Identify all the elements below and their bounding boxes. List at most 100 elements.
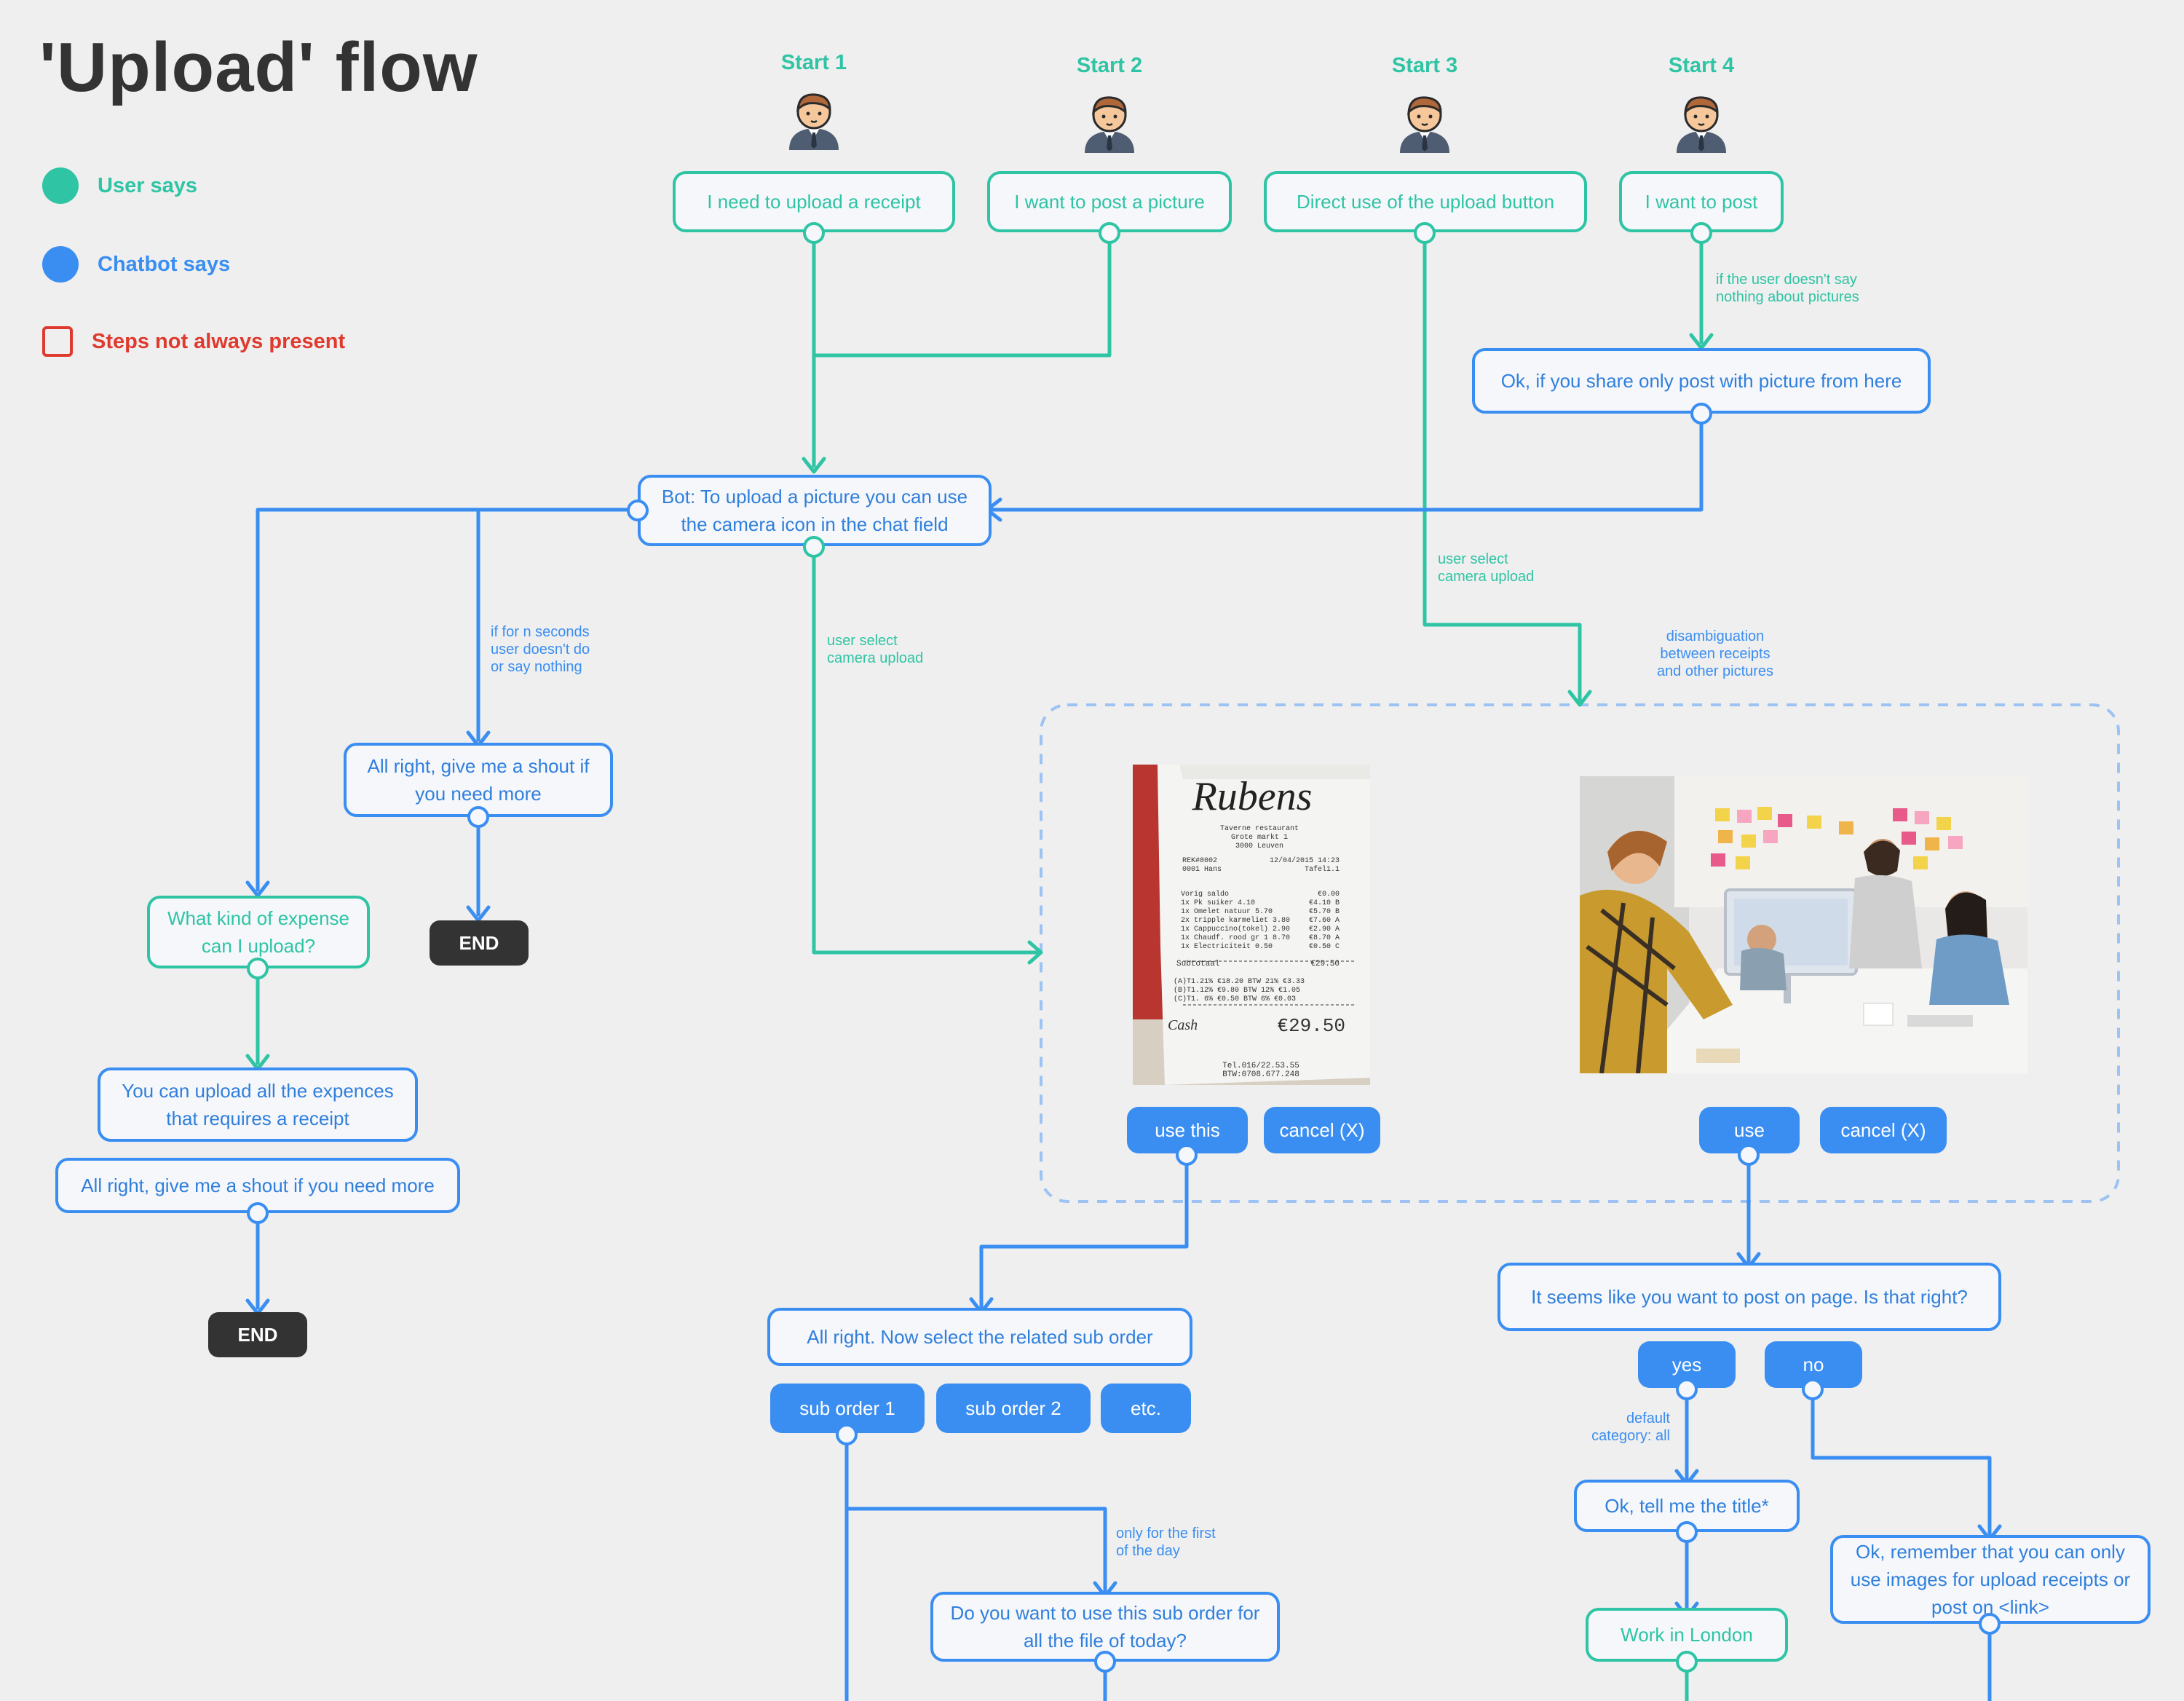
receipt-item-value: €0.50 C — [1309, 943, 1340, 951]
note-line: camera upload — [827, 650, 924, 666]
post-on-page-message: It seems like you want to post on page. … — [1497, 1263, 2001, 1331]
bot-color-swatch — [42, 246, 79, 283]
receipt-meta-left-1: REK#8002 — [1182, 857, 1217, 865]
receipt-meta-left-2: 0001 Hans — [1182, 866, 1222, 874]
user-avatar-icon — [1677, 96, 1726, 153]
legend-user-says: User says — [42, 167, 197, 204]
user-avatar-icon — [1085, 96, 1134, 153]
note-line: category: all — [1591, 1428, 1670, 1444]
sub-order-1-button[interactable]: sub order 1 — [770, 1384, 925, 1433]
note-line: of the day — [1116, 1543, 1180, 1559]
receipt-item-label: 1x Pk suiker 4.10 — [1181, 899, 1255, 907]
work-in-london-input: Work in London — [1586, 1608, 1788, 1662]
receipt-meta-right-1: 12/04/2015 14:23 — [1270, 856, 1340, 865]
connector-no — [1811, 1387, 1992, 1536]
cancel-receipt-button[interactable]: cancel (X) — [1264, 1107, 1380, 1153]
legend-chatbot-says: Chatbot says — [42, 246, 230, 283]
end-badge: END — [430, 920, 529, 966]
user-avatar-icon — [789, 93, 839, 150]
connector-share-to-hint — [989, 411, 1704, 512]
optional-color-swatch — [42, 326, 73, 357]
receipt-footer-1: Tel.016/22.53.55 — [1222, 1062, 1299, 1070]
tell-title-message: Ok, tell me the title* — [1574, 1480, 1800, 1532]
receipt-text: Rubens Taverne restaurant Grote markt 1 … — [1168, 774, 1345, 1079]
share-post-message: Ok, if you share only post with picture … — [1472, 348, 1931, 414]
use-button[interactable]: use — [1699, 1107, 1800, 1153]
end-badge: END — [208, 1312, 307, 1357]
note-line: and other pictures — [1656, 663, 1774, 679]
arrowhead — [1567, 690, 1592, 707]
start-3-label: Start 3 — [1391, 54, 1458, 77]
receipt-item-value: €8.70 A — [1309, 934, 1340, 942]
receipt-cash-value: €29.50 — [1277, 1015, 1345, 1037]
shout-message-1: All right, give me a shout if you need m… — [344, 743, 613, 817]
receipt-subtotal-value: €29.50 — [1310, 960, 1340, 968]
note-n-seconds: if for n seconds user doesn't do or say … — [491, 623, 590, 676]
start-1-utterance: I need to upload a receipt — [673, 171, 955, 232]
note-no-pictures: if the user doesn't say nothing about pi… — [1716, 271, 1859, 306]
note-line: camera upload — [1438, 569, 1535, 585]
receipt-address-2: Grote markt 1 — [1231, 833, 1288, 842]
user-color-swatch — [42, 167, 79, 204]
receipt-item-label: 1x Chaudf. rood gr 1 8.70 — [1181, 934, 1290, 942]
page-title: 'Upload' flow — [39, 28, 478, 106]
connector-use-this — [979, 1153, 1189, 1309]
receipt-item-label: Vorig saldo — [1181, 890, 1229, 899]
cancel-picture-button[interactable]: cancel (X) — [1820, 1107, 1947, 1153]
sub-order-2-button[interactable]: sub order 2 — [936, 1384, 1091, 1433]
use-sub-order-message: Do you want to use this sub order for al… — [930, 1592, 1280, 1662]
receipt-address-3: 3000 Leuven — [1235, 842, 1283, 850]
expense-question: What kind of expense can I upload? — [147, 896, 370, 968]
receipt-item-label: 2x tripple karmeliet 3.80 — [1181, 916, 1290, 925]
receipt-cash-label: Cash — [1168, 1017, 1198, 1033]
user-avatar-icon — [1400, 96, 1449, 153]
note-first-of-day: only for the first of the day — [1116, 1525, 1216, 1560]
receipt-item-value: €4.10 B — [1309, 899, 1340, 907]
yes-button[interactable]: yes — [1638, 1341, 1736, 1388]
note-line: default — [1626, 1410, 1670, 1426]
connector-first-of-day — [844, 1507, 1107, 1593]
receipt-photo — [1133, 765, 1370, 1085]
start-4-label: Start 4 — [1668, 54, 1735, 77]
connector-start3 — [1423, 231, 1582, 703]
receipt-item-value: €2.90 A — [1309, 926, 1340, 934]
receipt-item-label: 1x Electriciteit 0.50 — [1181, 942, 1273, 951]
note-line: between receipts — [1660, 646, 1770, 662]
start-1-label: Start 1 — [780, 51, 847, 74]
receipt-address-1: Taverne restaurant — [1220, 825, 1299, 833]
receipt-item-value: €0.00 — [1318, 891, 1340, 899]
meeting-photo — [1580, 776, 2027, 1073]
select-sub-order-message: All right. Now select the related sub or… — [767, 1308, 1192, 1366]
note-line: nothing about pictures — [1716, 289, 1859, 305]
start-2-label: Start 2 — [1076, 54, 1143, 77]
note-camera-upload-1: user select camera upload — [827, 632, 923, 667]
legend-user-label: User says — [98, 173, 198, 197]
receipt-item-value: €7.60 A — [1309, 917, 1340, 925]
note-disambiguation: disambiguation between receipts and othe… — [1642, 628, 1788, 680]
etc-button[interactable]: etc. — [1101, 1384, 1191, 1433]
shout-message-2: All right, give me a shout if you need m… — [55, 1158, 460, 1213]
receipt-brand: Rubens — [1192, 774, 1313, 819]
use-this-button[interactable]: use this — [1127, 1107, 1248, 1153]
note-line: user select — [827, 633, 898, 649]
note-default-category: default category: all — [1575, 1410, 1670, 1445]
note-line: user select — [1438, 551, 1508, 567]
note-line: user doesn't do — [491, 642, 590, 658]
arrowhead — [1027, 940, 1043, 965]
receipt-item-value: €5.70 B — [1309, 908, 1340, 916]
legend-optional-steps: Steps not always present — [42, 326, 345, 357]
remember-message: Ok, remember that you can only use image… — [1830, 1535, 2151, 1624]
receipt-footer-2: BTW:0708.677.248 — [1222, 1070, 1299, 1079]
expences-message: You can upload all the expences that req… — [98, 1067, 418, 1142]
note-camera-upload-2: user select camera upload — [1438, 550, 1534, 585]
note-line: disambiguation — [1666, 628, 1765, 644]
no-button[interactable]: no — [1765, 1341, 1862, 1388]
connector-start2 — [812, 231, 1112, 358]
receipt-vat-2: (B)T1.12% €9.80 BTW 12% €1.05 — [1174, 986, 1300, 995]
receipt-subtotal-label: Subtotaal — [1176, 960, 1219, 968]
receipt-item-label: 1x Cappuccino(tokel) 2.90 — [1181, 925, 1290, 934]
note-line: or say nothing — [491, 659, 582, 675]
receipt-item-label: 1x Omelet natuur 5.70 — [1181, 907, 1273, 916]
note-line: only for the first — [1116, 1526, 1216, 1542]
